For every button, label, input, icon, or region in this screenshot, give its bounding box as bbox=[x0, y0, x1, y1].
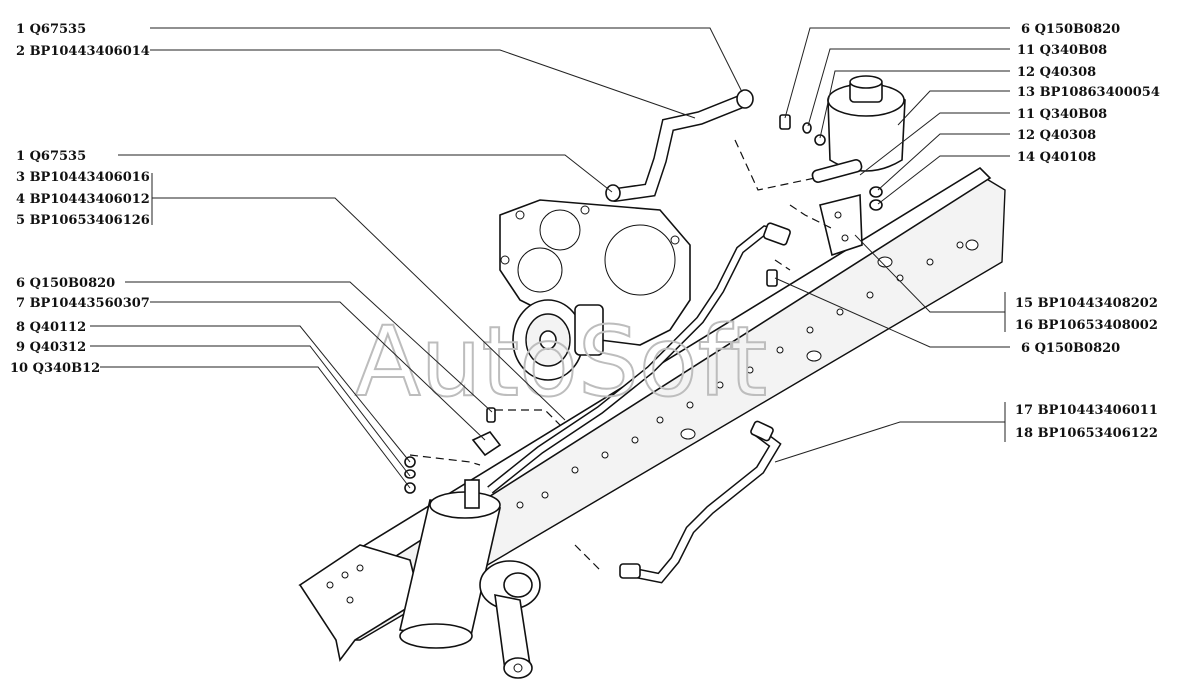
front-bracket bbox=[298, 544, 421, 662]
callout-r17: 17 BP10443406011 bbox=[1015, 403, 1158, 418]
callout-10: 10 Q340B12 bbox=[10, 361, 100, 376]
leader-lines bbox=[90, 27, 1010, 489]
pitman-arm bbox=[494, 593, 533, 679]
callout-1: 1 Q67535 bbox=[16, 22, 86, 37]
hoses bbox=[487, 89, 791, 584]
callout-r14: 14 Q40108 bbox=[1017, 150, 1096, 165]
callouts-right: 6 Q150B0820 11 Q340B08 12 Q40308 13 BP10… bbox=[1015, 22, 1160, 441]
rail-holes bbox=[516, 239, 979, 509]
callout-2: 2 BP10443406014 bbox=[16, 44, 150, 59]
callout-r12b: 12 Q40308 bbox=[1017, 128, 1096, 143]
callout-4: 4 BP10443406012 bbox=[16, 192, 150, 207]
callout-5: 5 BP10653406126 bbox=[16, 213, 150, 228]
fluid-reservoir bbox=[811, 75, 906, 183]
callouts-left: 1 Q67535 2 BP10443406014 1 Q67535 3 BP10… bbox=[10, 22, 150, 376]
callout-r18: 18 BP10653406122 bbox=[1015, 426, 1158, 441]
callout-9: 9 Q40312 bbox=[16, 340, 86, 355]
power-steering-pump bbox=[512, 299, 604, 381]
callout-6: 6 Q150B0820 bbox=[16, 276, 115, 291]
callout-3: 3 BP10443406016 bbox=[16, 170, 150, 185]
callout-1b: 1 Q67535 bbox=[16, 149, 86, 164]
callout-r11b: 11 Q340B08 bbox=[1017, 107, 1107, 122]
callout-r12: 12 Q40308 bbox=[1017, 65, 1096, 80]
callout-r13: 13 BP10863400054 bbox=[1017, 85, 1160, 100]
callout-r16: 16 BP10653408002 bbox=[1015, 318, 1158, 333]
watermark: AutoSoft bbox=[355, 306, 767, 418]
assembly-lines bbox=[409, 139, 836, 571]
callout-r6b: 6 Q150B0820 bbox=[1021, 341, 1120, 356]
callout-r11: 11 Q340B08 bbox=[1017, 43, 1107, 58]
callout-r6: 6 Q150B0820 bbox=[1021, 22, 1120, 37]
callout-r15: 15 BP10443408202 bbox=[1015, 296, 1158, 311]
callout-7: 7 BP10443560307 bbox=[16, 296, 150, 311]
reservoir-bracket bbox=[819, 193, 863, 257]
callout-8: 8 Q40112 bbox=[16, 320, 86, 335]
